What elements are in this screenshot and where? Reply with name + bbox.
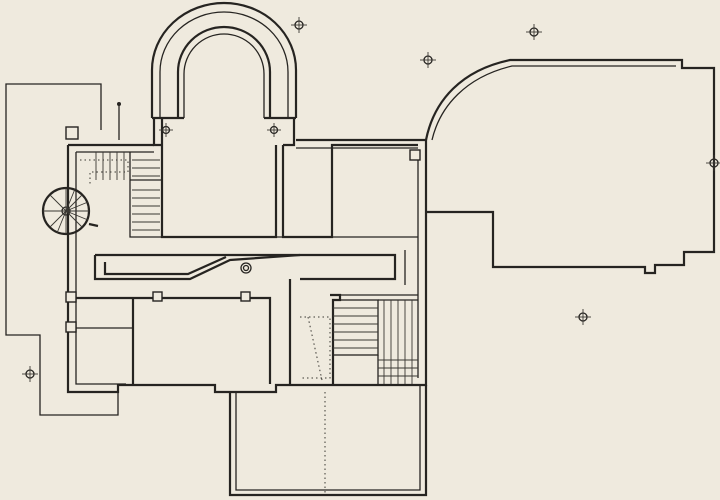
survey-marker-icon	[706, 155, 720, 171]
stair-right	[300, 299, 418, 384]
house-exterior-wall	[65, 126, 428, 394]
lamp-post-icon	[117, 102, 121, 140]
right-terrace	[424, 58, 716, 275]
stair-upper-left	[80, 152, 162, 238]
survey-marker-icon	[159, 123, 173, 137]
lower-terrace	[228, 385, 428, 497]
survey-marker-icon	[420, 52, 436, 68]
survey-markers	[22, 17, 720, 382]
survey-marker-icon	[267, 123, 281, 137]
spiral-stair-icon	[41, 186, 99, 236]
survey-marker-icon	[575, 309, 591, 325]
apse-bay	[150, 1, 298, 147]
survey-marker-icon	[526, 24, 542, 40]
interior-walls	[65, 118, 418, 384]
survey-marker-icon	[22, 366, 38, 382]
survey-marker-icon	[291, 17, 307, 33]
site-boundary-left	[5, 83, 119, 416]
